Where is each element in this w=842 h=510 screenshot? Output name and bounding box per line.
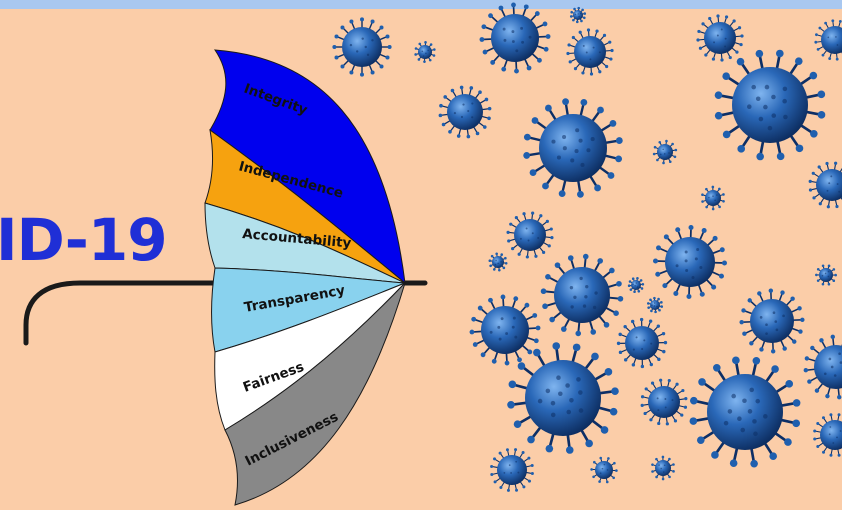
virus-particle (479, 2, 551, 74)
virus-particle (808, 161, 842, 209)
virus-particle (490, 448, 534, 492)
virus-particle (815, 264, 837, 286)
virus-particle (653, 225, 727, 299)
virus-particle (488, 252, 508, 272)
virus-particle (701, 185, 725, 211)
segment-inclusiveness (224, 282, 406, 506)
virus-particle (646, 296, 664, 314)
virus-particle (438, 85, 492, 139)
virus-particle (689, 356, 801, 468)
virus-particle (651, 455, 675, 481)
virus-particle (569, 6, 587, 24)
virus-particle (813, 413, 842, 457)
virus-particle (332, 17, 392, 77)
umbrella-handle (23, 280, 428, 346)
virus-particle (739, 288, 805, 354)
virus-cluster (332, 2, 842, 492)
virus-particle (714, 49, 826, 161)
virus-particle (814, 19, 842, 61)
virus-particle (803, 334, 842, 400)
virus-particle (506, 211, 554, 259)
virus-particle (652, 139, 678, 165)
virus-particle (627, 276, 645, 294)
virus-particle (540, 253, 624, 337)
covid-title: ID-19 (0, 206, 168, 274)
virus-particle (469, 294, 541, 366)
virus-particle (566, 28, 614, 76)
virus-particle (590, 456, 618, 484)
virus-particle (696, 14, 744, 62)
virus-particle (507, 342, 619, 454)
virus-particle (523, 98, 623, 198)
virus-particle (640, 378, 688, 426)
top-bar (0, 0, 842, 9)
virus-particle (414, 41, 436, 63)
virus-particle (616, 317, 668, 369)
